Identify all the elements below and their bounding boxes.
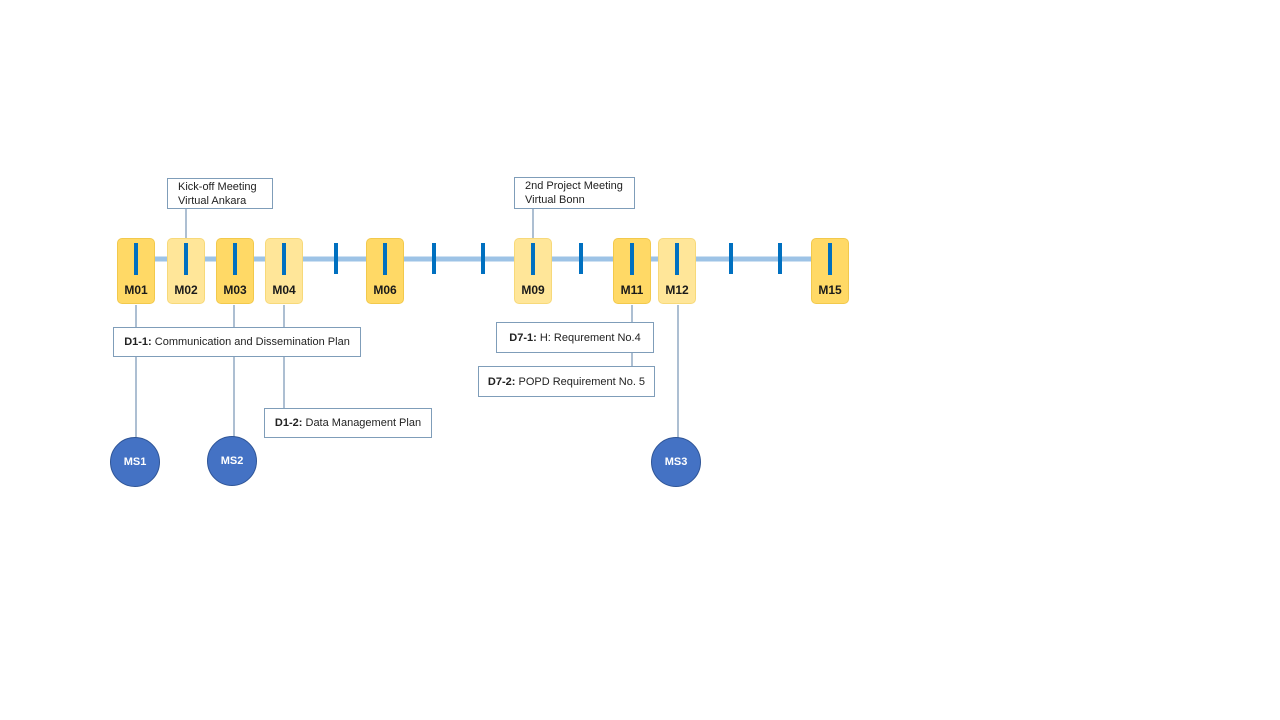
month-label: M03 [223,283,247,297]
event-line-1: 2nd Project Meeting [525,180,623,192]
deliverable-title: Communication and Dissemination Plan [154,336,350,348]
connectors [135,209,679,438]
deliverable-code: D7-2: [487,375,516,388]
month-label: M11 [620,283,644,297]
deliverable-d7-1: D7-1: H: Requrement No.4 [496,322,654,353]
event-kickoff-meeting: Kick-off Meeting Virtual Ankara [167,178,273,209]
deliverable-title: Data Management Plan [305,417,422,429]
deliverable-title: H: Requrement No.4 [539,331,641,344]
deliverable-d1-2: D1-2: Data Management Plan [264,408,432,438]
event-line-1: Kick-off Meeting [178,181,257,193]
deliverable-code: D1-2: [274,417,303,429]
deliverable-d1-1: D1-1: Communication and Dissemination Pl… [113,327,361,357]
deliverable-code: D1-1: [124,336,152,348]
month-label: M15 [818,283,842,297]
month-label: M01 [124,283,148,297]
milestone-ms1: MS1 [110,437,160,487]
month-label: M02 [174,283,198,297]
event-line-2: Virtual Bonn [525,194,585,206]
month-label: M04 [272,283,296,297]
deliverable-d7-2: D7-2: POPD Requirement No. 5 [478,366,655,397]
month-label: M09 [521,283,545,297]
month-label: M06 [373,283,397,297]
deliverable-code: D7-1: [509,331,537,344]
milestone-ms3: MS3 [651,437,701,487]
month-label: M12 [665,283,689,297]
milestone-ms2: MS2 [207,436,257,486]
event-2nd-project-meeting: 2nd Project Meeting Virtual Bonn [514,177,635,209]
event-line-2: Virtual Ankara [178,195,247,207]
deliverable-title: POPD Requirement No. 5 [518,375,646,388]
